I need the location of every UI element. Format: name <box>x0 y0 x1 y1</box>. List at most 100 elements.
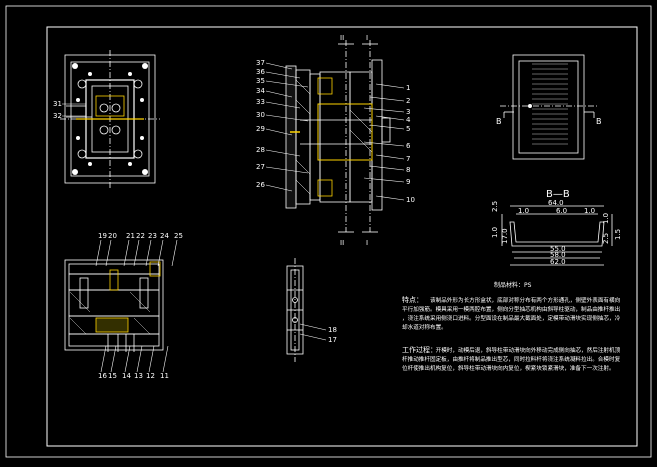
ejector-detail <box>286 258 304 362</box>
dim-right-top: 1.0 <box>584 207 595 215</box>
leader-line <box>100 345 107 373</box>
leader-line <box>133 239 140 267</box>
features-text: 该制品外形为长方形盒状，底部对称分布有两个方形通孔，侧壁外表面有横向平行加强筋。… <box>402 296 621 331</box>
part-label-21: 21 <box>126 232 135 240</box>
bb-profile <box>501 205 613 266</box>
process-line: 杆推动推杆固定板，由推杆将制品推出型芯，同时拉料杆将浇注系统凝料拉出。合模时复 <box>402 355 621 363</box>
leader-line <box>369 124 405 130</box>
leader-line <box>369 165 405 171</box>
features-line: 却水道对称布置。 <box>402 323 447 331</box>
part-label-37: 37 <box>256 59 265 67</box>
plan-view <box>60 50 160 188</box>
part-label-32: 32 <box>53 112 62 120</box>
leader-line <box>145 239 152 267</box>
part-label-18: 18 <box>328 326 337 334</box>
leader-line <box>363 141 405 147</box>
leader-line <box>105 239 112 267</box>
leader-line <box>157 239 164 267</box>
dim-right-h1: 1.0 <box>602 213 610 224</box>
leader-line <box>265 71 301 79</box>
leader-line <box>265 80 309 88</box>
dim-right-h2: 1.5 <box>614 229 622 240</box>
dim-left-h3: 1.0 <box>491 227 499 238</box>
part-label-24: 24 <box>160 232 169 240</box>
section-mark-top-left: II <box>340 34 344 42</box>
part-label-8: 8 <box>406 166 410 174</box>
part-label-10: 10 <box>406 196 415 204</box>
leader-line <box>375 195 405 201</box>
leader-line <box>265 114 309 122</box>
leader-line <box>162 345 169 373</box>
leader-line <box>265 166 309 174</box>
leader-line <box>375 115 405 121</box>
leader-line <box>299 323 327 331</box>
material-note: 制品材料：PS <box>494 281 532 289</box>
part-label-23: 23 <box>148 232 157 240</box>
leader-line <box>171 239 178 267</box>
dim-right-h3: 2.5 <box>602 233 610 244</box>
part-label-14: 14 <box>122 372 131 380</box>
leader-line <box>95 239 102 267</box>
inner-frame <box>46 26 638 447</box>
part-label-20: 20 <box>108 232 117 240</box>
leader-line <box>136 345 143 373</box>
part-label-5: 5 <box>406 125 410 133</box>
dim-left-h2: 17.0 <box>501 228 509 244</box>
leader-line <box>110 345 117 373</box>
leader-line <box>265 128 293 136</box>
dim-bot1: 55.0 <box>550 245 566 253</box>
leader-line <box>265 62 293 70</box>
assembly-section <box>285 40 391 233</box>
dim-bot2: 58.0 <box>550 251 566 259</box>
process-line: 开模时，动模后退，斜导柱带动滑块向外移动完成侧向抽芯，然后注射机顶 <box>436 346 621 354</box>
part-label-19: 19 <box>98 232 107 240</box>
part-label-27: 27 <box>256 163 265 171</box>
leader-line <box>363 107 405 113</box>
part-label-2: 2 <box>406 97 410 105</box>
plan-labels: 31 32 <box>53 100 86 120</box>
leader-line <box>123 239 130 267</box>
part-label-11: 11 <box>160 372 169 380</box>
process-line: 位杆使推出机构复位，斜导柱带动滑块向内复位，楔紧块锁紧滑块，准备下一次注射。 <box>402 364 615 372</box>
dim-left-h1: 2.5 <box>491 201 499 212</box>
part-label-30: 30 <box>256 111 265 119</box>
leader-line <box>375 83 405 89</box>
part-label-36: 36 <box>256 68 265 76</box>
part-label-33: 33 <box>256 98 265 106</box>
part-label-3: 3 <box>406 108 410 116</box>
part-label-7: 7 <box>406 155 410 163</box>
section-mark-top-right: I <box>366 34 368 42</box>
part-label-16: 16 <box>98 372 107 380</box>
leader-line <box>265 149 301 157</box>
features-line: ，浇注系统采用侧浇口进料。分型面设在制品最大截面处，定模带动滑块实现侧抽芯，冷 <box>402 314 621 322</box>
dim-left-top: 1.0 <box>518 207 529 215</box>
part-label-1: 1 <box>406 84 410 92</box>
leader-line <box>265 184 293 192</box>
part-label-4: 4 <box>406 116 411 124</box>
part-label-17: 17 <box>328 336 337 344</box>
part-label-26: 26 <box>256 181 265 189</box>
part-label-15: 15 <box>108 372 117 380</box>
leader-line <box>265 101 301 109</box>
cut-mark-left: B <box>496 117 502 126</box>
part-label-6: 6 <box>406 142 411 150</box>
leader-line <box>375 154 405 160</box>
bb-title: B—B <box>546 189 570 200</box>
part-view <box>500 54 598 160</box>
section-mark-bottom-left: II <box>340 239 344 247</box>
part-label-29: 29 <box>256 125 265 133</box>
outer-frame <box>5 5 652 458</box>
part-label-35: 35 <box>256 77 265 85</box>
leader-line <box>148 345 155 373</box>
cut-mark-right: B <box>596 117 602 126</box>
leader-line <box>363 177 405 183</box>
bb-dims: 64.0 6.0 1.0 1.0 2.5 17.0 1.0 1.0 1.5 2.… <box>491 199 622 266</box>
part-label-34: 34 <box>256 87 265 95</box>
part-label-31: 31 <box>53 100 62 108</box>
